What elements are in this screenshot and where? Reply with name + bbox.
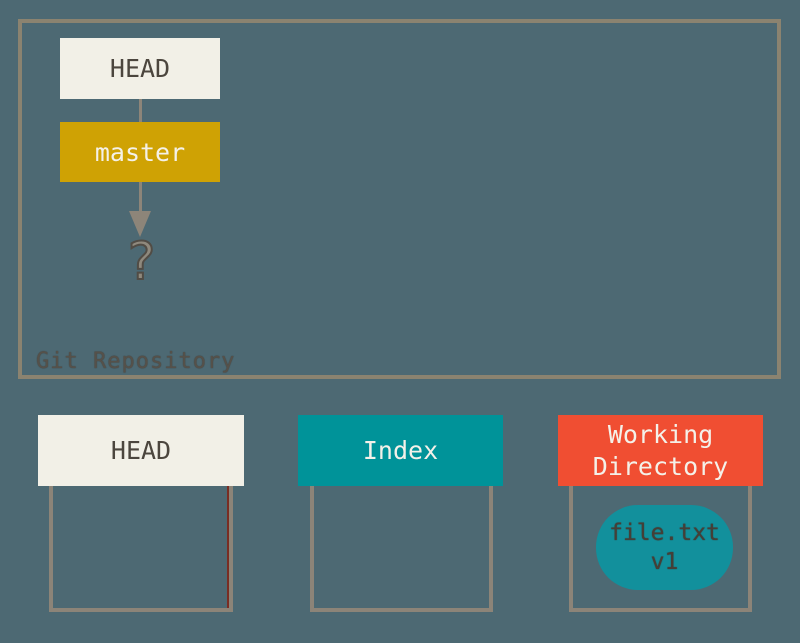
master-arrow-line bbox=[139, 182, 142, 211]
file-blob-version: v1 bbox=[650, 548, 679, 575]
file-blob-name: file.txt bbox=[609, 519, 720, 546]
master-branch-box: master bbox=[60, 122, 220, 182]
red-edge-line bbox=[227, 486, 229, 608]
git-repository-label: Git Repository bbox=[36, 349, 236, 374]
tree-box-head bbox=[49, 486, 233, 612]
git-repository-box: Git Repository bbox=[18, 19, 781, 379]
tree-box-index bbox=[310, 486, 493, 612]
tree-label-index: Index bbox=[298, 415, 503, 486]
tree-box-working-directory bbox=[569, 486, 752, 612]
tree-label-working-directory: Working Directory bbox=[558, 415, 763, 486]
question-mark-label: ? bbox=[124, 232, 157, 292]
tree-label-head: HEAD bbox=[38, 415, 244, 486]
file-blob: file.txt v1 bbox=[596, 505, 733, 590]
head-to-master-line bbox=[139, 99, 142, 122]
arrow-down-icon bbox=[129, 211, 151, 237]
head-pointer-box: HEAD bbox=[60, 38, 220, 99]
